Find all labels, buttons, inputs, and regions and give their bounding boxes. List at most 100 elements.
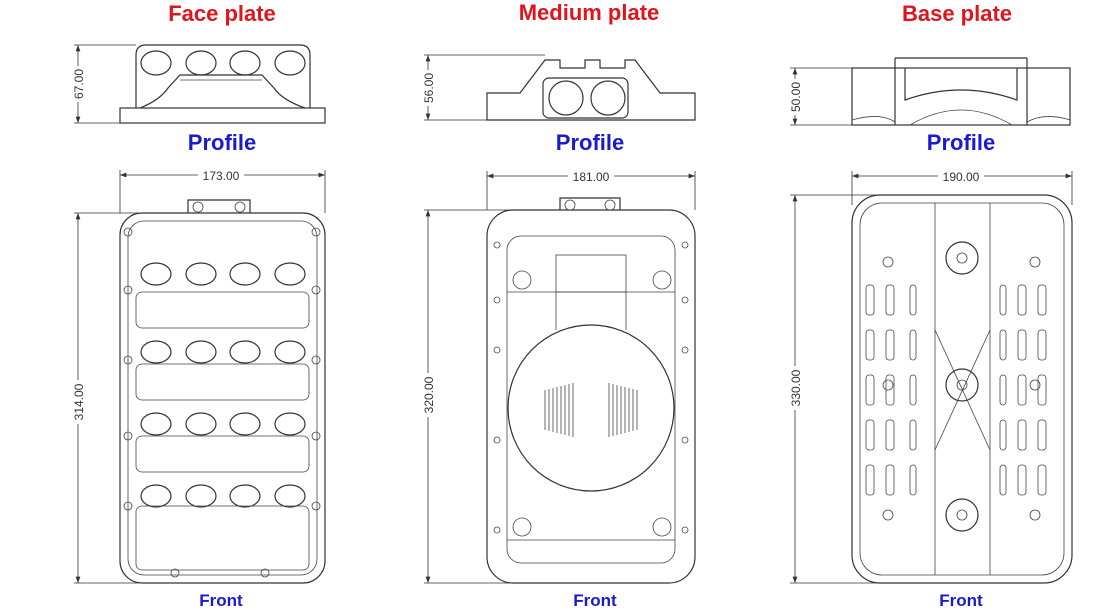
medium-plate-title: Medium plate	[519, 0, 660, 25]
screw-icon	[123, 355, 133, 365]
screw-icon	[123, 501, 133, 511]
face-plate-front	[119, 199, 326, 584]
screw-icon	[493, 346, 501, 354]
screw-icon	[493, 296, 501, 304]
base-front-label: Front	[939, 591, 983, 610]
hole-icon	[185, 340, 217, 364]
screw-icon	[311, 355, 321, 365]
boss-hole-icon	[956, 252, 968, 264]
screw-icon	[1029, 509, 1041, 521]
face-length-dimension: 314.00	[70, 212, 190, 584]
hole-icon	[274, 50, 306, 76]
screw-icon	[493, 436, 501, 444]
hole-icon	[185, 484, 217, 508]
screw-icon	[311, 227, 321, 237]
screw-icon	[882, 509, 894, 521]
face-front-label: Front	[199, 591, 243, 610]
compartment	[135, 291, 310, 329]
base-width-dimension: 190.00	[851, 169, 1073, 205]
slot-icon	[885, 284, 895, 316]
medium-front-label: Front	[573, 591, 617, 610]
base-length-value: 330.00	[789, 369, 803, 406]
hole-icon	[140, 262, 172, 286]
slot-icon	[1037, 464, 1047, 496]
face-plate-profile	[119, 44, 326, 124]
hole-icon	[185, 412, 217, 436]
screw-icon	[311, 285, 321, 295]
slot-icon	[1037, 284, 1047, 316]
screw-icon	[123, 431, 133, 441]
medium-height-value: 56.00	[422, 73, 436, 103]
hole-icon	[274, 484, 306, 508]
screw-icon	[170, 568, 180, 578]
slot-icon	[865, 419, 875, 451]
slot-icon	[1037, 374, 1047, 406]
face-width-dimension: 173.00	[119, 168, 326, 213]
medium-plate-front	[486, 197, 696, 584]
slot-icon	[909, 464, 917, 496]
screw-icon	[123, 227, 133, 237]
base-width-value: 190.00	[943, 170, 980, 184]
slot-icon	[865, 284, 875, 316]
screw-icon	[493, 526, 501, 534]
slot-icon	[885, 419, 895, 451]
slot-icon	[865, 374, 875, 406]
base-height-value: 50.00	[789, 82, 803, 112]
hole-icon	[274, 412, 306, 436]
screw-icon	[681, 241, 689, 249]
boss-icon	[945, 368, 979, 402]
slot-icon	[999, 329, 1007, 361]
slot-icon	[1037, 329, 1047, 361]
slot-icon	[1017, 284, 1027, 316]
compartment	[135, 363, 310, 401]
face-height-dimension: 67.00	[70, 44, 136, 124]
screw-icon	[123, 285, 133, 295]
screw-icon	[1029, 256, 1041, 268]
hole-icon	[229, 50, 261, 76]
face-plate-title: Face plate	[168, 1, 276, 26]
base-plate-title: Base plate	[902, 1, 1012, 26]
boss-icon	[945, 241, 979, 275]
slot-icon	[1017, 464, 1027, 496]
medium-plate-profile	[486, 59, 696, 121]
slot-icon	[1017, 419, 1027, 451]
face-width-value: 173.00	[203, 169, 240, 183]
hole-icon	[140, 484, 172, 508]
base-plate-front	[851, 194, 1073, 584]
hole-icon	[140, 50, 172, 76]
hole-icon	[229, 484, 261, 508]
medium-profile-label: Profile	[556, 130, 624, 155]
slot-icon	[865, 464, 875, 496]
slot-icon	[1017, 374, 1027, 406]
face-height-value: 67.00	[72, 69, 86, 99]
boss-hole-icon	[956, 509, 968, 521]
hole-icon	[185, 262, 217, 286]
base-plate-profile	[851, 57, 1071, 126]
hole-icon	[229, 262, 261, 286]
base-profile-label: Profile	[927, 130, 995, 155]
slot-icon	[999, 464, 1007, 496]
slot-icon	[999, 284, 1007, 316]
slot-icon	[999, 374, 1007, 406]
screw-icon	[681, 436, 689, 444]
screw-icon	[311, 501, 321, 511]
screw-icon	[311, 431, 321, 441]
slot-icon	[885, 329, 895, 361]
screw-icon	[882, 379, 894, 391]
slot-icon	[909, 419, 917, 451]
slot-icon	[999, 419, 1007, 451]
hole-icon	[274, 262, 306, 286]
slot-icon	[885, 464, 895, 496]
medium-length-dimension: 320.00	[420, 209, 565, 584]
screw-icon	[493, 241, 501, 249]
compartment	[135, 505, 310, 571]
slot-icon	[909, 329, 917, 361]
screw-icon	[882, 256, 894, 268]
hole-icon	[185, 50, 217, 76]
face-length-value: 314.00	[72, 383, 86, 420]
hole-icon	[140, 412, 172, 436]
hole-icon	[274, 340, 306, 364]
slot-icon	[1017, 329, 1027, 361]
hole-icon	[140, 340, 172, 364]
medium-width-value: 181.00	[573, 170, 610, 184]
